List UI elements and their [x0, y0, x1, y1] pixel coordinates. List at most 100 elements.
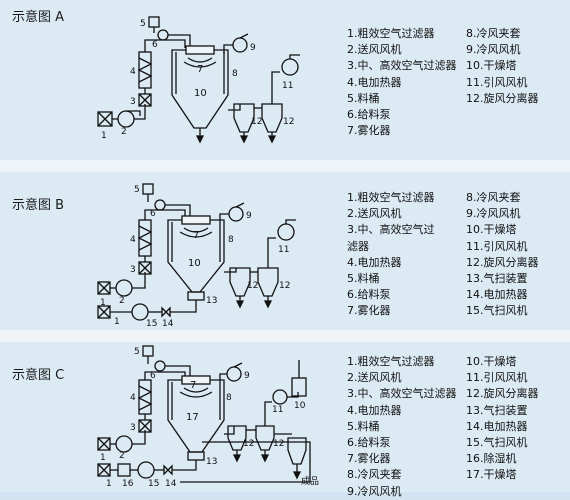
- panel-b: 示意图 B: [0, 172, 570, 330]
- atomizer: [181, 215, 211, 225]
- product-cyclone: [287, 437, 307, 465]
- panel-title-a: 示意图 A: [12, 10, 65, 25]
- label-2: 2: [119, 451, 125, 461]
- panel-divider: [0, 330, 570, 342]
- label-12b: 12: [283, 117, 294, 127]
- legend-item: 13.气扫装置: [466, 403, 528, 417]
- label-6: 6: [152, 40, 158, 50]
- label-10: 10: [188, 258, 201, 269]
- label-6: 6: [150, 371, 156, 381]
- label-8: 8: [226, 393, 232, 403]
- legend-item: 5.料桶: [347, 419, 380, 433]
- cyclone-separator: [227, 425, 247, 451]
- legend-item: 1.粗效空气过滤器: [347, 191, 435, 204]
- legend-item: 9.冷风风机: [466, 43, 521, 57]
- legend-item: 12.旋风分离器: [466, 91, 539, 105]
- legend-a-left: 1.粗效空气过滤器 2.送风风机 3.中、高效空气过滤器 4.电加热器 5.料桶…: [347, 26, 457, 139]
- legend-item: 4.电加热器: [347, 255, 402, 269]
- supply-fan: [117, 110, 135, 128]
- label-12: 12: [251, 117, 262, 127]
- legend-item: 7.雾化器: [347, 124, 391, 138]
- label-3: 3: [130, 423, 136, 433]
- cyclone-separator: [233, 103, 255, 133]
- panel-a: 示意图 A: [0, 0, 570, 160]
- legend-item: 14.电加热器: [466, 419, 528, 433]
- legend-item: 17.干燥塔: [466, 468, 517, 482]
- label-10: 10: [194, 88, 207, 99]
- legend-item: 6.给料泵: [347, 107, 391, 121]
- legend-item: 3.中、高效空气过: [347, 223, 435, 237]
- panel-c: 示意图 C: [0, 342, 570, 498]
- legend-item: 13.气扫装置: [466, 271, 528, 285]
- label-5: 5: [134, 185, 140, 195]
- label-1b: 1: [114, 317, 120, 327]
- legend-item: 12.旋风分离器: [466, 387, 539, 401]
- electric-heater: [138, 51, 152, 89]
- supply-fan: [115, 279, 133, 297]
- label-9: 9: [246, 211, 252, 221]
- legend-item: 11.引风风机: [466, 75, 528, 89]
- legend-item: 8.冷风夹套: [466, 27, 521, 40]
- label-5: 5: [140, 19, 146, 29]
- label-12b: 12: [279, 281, 290, 291]
- label-6: 6: [150, 209, 156, 219]
- exhaust-fan: [277, 223, 295, 241]
- label-15: 15: [146, 319, 157, 329]
- label-4: 4: [130, 235, 136, 245]
- exhaust-fan: [272, 389, 288, 405]
- label-10: 10: [294, 401, 306, 411]
- air-sweep-device: [187, 291, 205, 301]
- feed-pump: [157, 29, 169, 41]
- label-11: 11: [282, 81, 293, 91]
- cold-air-fan: [226, 366, 242, 382]
- atomizer: [181, 375, 211, 385]
- label-8: 8: [228, 235, 234, 245]
- legend-item: 10.干燥塔: [466, 355, 517, 368]
- feed-pump: [154, 199, 166, 211]
- label-1: 1: [101, 131, 107, 141]
- label-11: 11: [278, 245, 289, 255]
- sweep-heater: [161, 306, 171, 318]
- label-2: 2: [119, 296, 125, 306]
- label-12b: 12: [273, 439, 284, 449]
- label-14: 14: [162, 319, 174, 329]
- label-7: 7: [190, 380, 196, 391]
- sweep-fan: [137, 461, 155, 479]
- product-tower: [291, 377, 307, 397]
- legend-item: 3.中、高效空气过滤器: [347, 387, 457, 401]
- schematic-c: 1 2 3 4 5 6 7 8 9 17 10 11 12 12 13 14 1…: [97, 345, 319, 489]
- material-tank: [142, 345, 154, 357]
- legend-item: 2.送风风机: [347, 207, 402, 221]
- cyclone-separator: [257, 267, 279, 297]
- cyclone-separator: [255, 425, 275, 451]
- label-17: 17: [186, 412, 199, 423]
- legend-item: 8.冷风夹套: [466, 191, 521, 204]
- legend-item: 12.旋风分离器: [466, 255, 539, 269]
- label-8: 8: [232, 69, 238, 79]
- legend-item: 6.给料泵: [347, 435, 391, 449]
- label-13: 13: [206, 296, 217, 306]
- legend-b-right: 8.冷风夹套 9.冷风风机 10.干燥塔 11.引风风机 12.旋风分离器 13…: [466, 190, 539, 320]
- legend-item: 15.气扫风机: [466, 435, 528, 449]
- legend-b-left: 1.粗效空气过滤器 2.送风风机 3.中、高效空气过 滤器 4.电加热器 5.料…: [347, 190, 435, 320]
- material-tank: [142, 183, 154, 195]
- electric-heater: [138, 219, 152, 257]
- label-11: 11: [272, 405, 283, 415]
- legend-item: 11.引风风机: [466, 239, 528, 253]
- sweep-heater: [163, 464, 173, 476]
- legend-item: 16.除湿机: [466, 452, 517, 466]
- label-14: 14: [165, 479, 177, 489]
- label-1: 1: [100, 453, 106, 463]
- legend-item: 滤器: [347, 239, 369, 253]
- label-5: 5: [134, 347, 140, 357]
- legend-item: 1.粗效空气过滤器: [347, 355, 435, 368]
- label-7: 7: [193, 230, 199, 241]
- label-3: 3: [130, 265, 136, 275]
- schematic-a: 1 2 3 4 5 6 7 8 9 10 11 12 12: [97, 16, 300, 144]
- exhaust-fan: [281, 58, 299, 76]
- supply-fan: [115, 435, 133, 453]
- legend-item: 4.电加热器: [347, 403, 402, 417]
- legend-item: 2.送风风机: [347, 371, 402, 385]
- label-product: 成品: [301, 475, 319, 487]
- legend-c-right: 10.干燥塔 11.引风风机 12.旋风分离器 13.气扫装置 14.电加热器 …: [466, 354, 539, 484]
